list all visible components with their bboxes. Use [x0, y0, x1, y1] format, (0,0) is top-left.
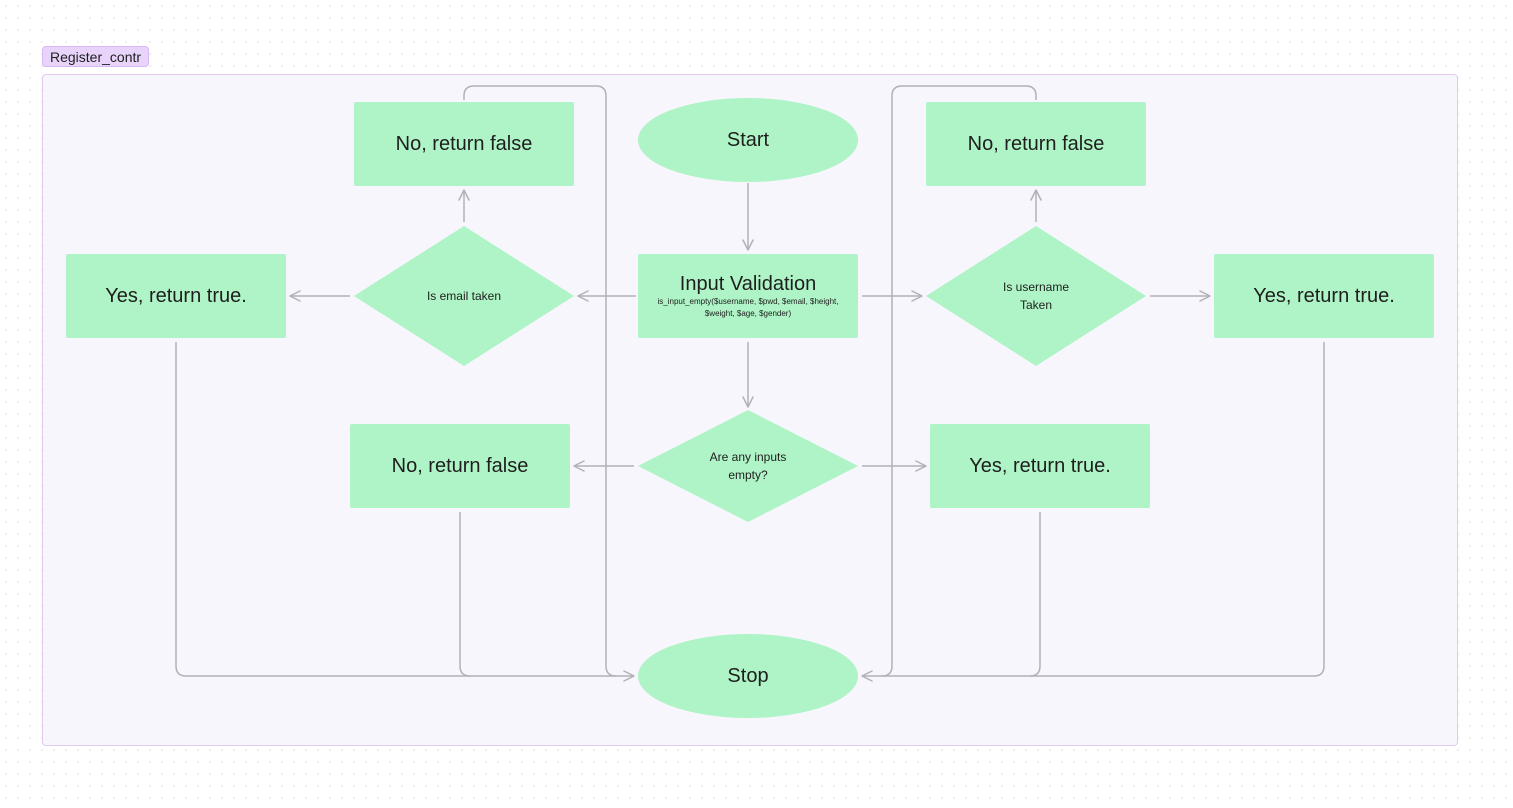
- connector-empty-true-to-stop[interactable]: [1029, 512, 1041, 677]
- empty-true-node[interactable]: Yes, return true.: [930, 424, 1150, 508]
- connector-username-true-to-stop[interactable]: [861, 342, 1325, 682]
- email-false-label: No, return false: [395, 132, 533, 155]
- connector-email-false-to-stop[interactable]: [463, 85, 617, 677]
- frame-label[interactable]: Register_contr: [42, 46, 150, 67]
- connector-empty-false-to-stop[interactable]: [459, 512, 471, 677]
- empty-decision-label: Are any inputs empty?: [709, 450, 787, 482]
- username-true-node[interactable]: Yes, return true.: [1214, 254, 1434, 338]
- username-decision-label: Is username Taken: [1002, 280, 1070, 312]
- empty-true-label: Yes, return true.: [969, 454, 1111, 477]
- username-false-node[interactable]: No, return false: [926, 102, 1146, 186]
- start-node[interactable]: Start: [638, 98, 858, 182]
- username-false-label: No, return false: [967, 132, 1105, 155]
- input-validation-detail: is_input_empty($username, $pwd, $email, …: [657, 296, 839, 318]
- empty-false-node[interactable]: No, return false: [350, 424, 570, 508]
- stop-node[interactable]: Stop: [638, 634, 858, 718]
- empty-false-label: No, return false: [391, 454, 529, 477]
- start-node-label: Start: [726, 128, 770, 151]
- email-decision-label: Is email taken: [426, 289, 502, 303]
- input-validation-title: Input Validation: [679, 272, 817, 295]
- username-true-label: Yes, return true.: [1253, 284, 1395, 307]
- empty-decision-diamond[interactable]: [638, 410, 858, 522]
- email-decision-diamond[interactable]: [354, 226, 574, 366]
- connector-username-false-to-stop[interactable]: [881, 85, 1037, 677]
- username-decision-diamond[interactable]: [926, 226, 1146, 366]
- connector-email-true-to-stop[interactable]: [175, 342, 635, 682]
- email-false-node[interactable]: No, return false: [354, 102, 574, 186]
- input-validation-node[interactable]: Input Validation is_input_empty($usernam…: [638, 254, 858, 338]
- email-true-label: Yes, return true.: [105, 284, 247, 307]
- stop-node-label: Stop: [727, 664, 769, 687]
- email-true-node[interactable]: Yes, return true.: [66, 254, 286, 338]
